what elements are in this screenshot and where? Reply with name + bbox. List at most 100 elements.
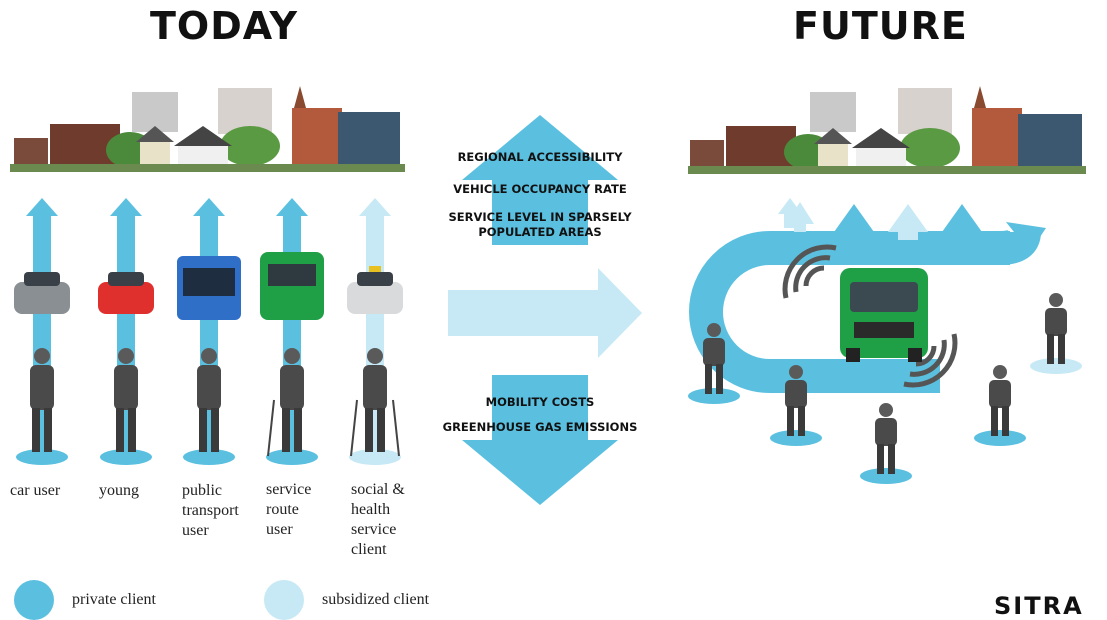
person-leg — [211, 408, 219, 452]
crutch — [267, 399, 275, 457]
person-leg — [705, 364, 712, 394]
signal-waves-left — [782, 244, 837, 299]
vehicle-body — [14, 282, 70, 314]
vehicle-body — [98, 282, 154, 314]
person-torso — [280, 365, 304, 410]
decrease-arrow — [462, 375, 618, 505]
future-passengers — [688, 293, 1082, 484]
vehicle-windshield — [108, 272, 144, 286]
person-leg — [888, 444, 895, 474]
user-label-car-user: car user — [10, 482, 61, 499]
metric-mobility-costs: MOBILITY COSTS — [485, 395, 595, 409]
legend-private-swatch — [14, 580, 54, 620]
future-heading: FUTURE — [793, 4, 968, 48]
person-pad — [349, 449, 401, 465]
future-passenger-1 — [770, 365, 822, 446]
person-leg — [199, 408, 207, 452]
person-leg — [128, 408, 136, 452]
person-head — [789, 365, 803, 379]
person-torso — [197, 365, 221, 410]
person-head — [284, 348, 300, 364]
user-column-4 — [347, 198, 403, 465]
person-pad — [860, 468, 912, 484]
person-torso — [30, 365, 54, 410]
person-leg — [294, 408, 302, 452]
person-torso — [363, 365, 387, 410]
person-pad — [688, 388, 740, 404]
van-windshield — [268, 264, 316, 286]
bus-windshield — [183, 268, 235, 296]
shared-route — [689, 198, 1046, 393]
user-column-3 — [260, 198, 324, 465]
person-head — [879, 403, 893, 417]
column-arrow-head — [110, 198, 142, 216]
person-pad — [770, 430, 822, 446]
crutch — [392, 399, 400, 457]
person-leg — [365, 408, 373, 452]
person-pad — [183, 449, 235, 465]
metric-greenhouse-gas: GREENHOUSE GAS EMISSIONS — [442, 420, 638, 434]
person-head — [34, 348, 50, 364]
person-leg — [991, 406, 998, 436]
future-passenger-2 — [860, 403, 912, 484]
person-head — [118, 348, 134, 364]
person-leg — [1047, 334, 1054, 364]
person-torso — [785, 380, 807, 408]
vehicle-windshield — [24, 272, 60, 286]
person-torso — [703, 338, 725, 366]
person-torso — [875, 418, 897, 446]
legend-subsidized-swatch — [264, 580, 304, 620]
person-leg — [282, 408, 290, 452]
future-skyline — [688, 86, 1086, 174]
increase-arrow — [462, 115, 618, 245]
today-user-columns — [14, 198, 403, 465]
signal-waves-right — [903, 333, 958, 388]
person-pad — [16, 449, 68, 465]
column-arrow-head — [276, 198, 308, 216]
person-leg — [716, 364, 723, 394]
user-label-service-route: service route user — [266, 481, 312, 538]
person-torso — [114, 365, 138, 410]
future-passenger-4 — [1030, 293, 1082, 374]
person-torso — [989, 380, 1011, 408]
legend-private-label: private client — [72, 591, 156, 608]
future-passenger-0 — [688, 323, 740, 404]
person-head — [1049, 293, 1063, 307]
metric-service-level: SERVICE LEVEL IN SPARSELY POPULATED AREA… — [448, 210, 632, 239]
person-leg — [798, 406, 805, 436]
person-head — [993, 365, 1007, 379]
person-pad — [974, 430, 1026, 446]
user-label-social-health: social & health service client — [351, 481, 405, 558]
transition-arrow — [448, 268, 642, 358]
metric-vehicle-occupancy: VEHICLE OCCUPANCY RATE — [453, 182, 627, 196]
vehicle-windshield — [357, 272, 393, 286]
person-leg — [1058, 334, 1065, 364]
person-leg — [787, 406, 794, 436]
person-leg — [32, 408, 40, 452]
person-pad — [100, 449, 152, 465]
column-arrow-head — [193, 198, 225, 216]
column-arrow-head — [359, 198, 391, 216]
shared-van — [840, 268, 928, 362]
column-arrow-head — [26, 198, 58, 216]
legend-subsidized-label: subsidized client — [322, 591, 430, 608]
person-leg — [877, 444, 884, 474]
metric-regional-accessibility: REGIONAL ACCESSIBILITY — [457, 150, 623, 164]
person-pad — [1030, 358, 1082, 374]
sitra-logo: SITRA — [994, 592, 1084, 620]
future-passenger-3 — [974, 365, 1026, 446]
person-leg — [44, 408, 52, 452]
today-skyline — [10, 86, 405, 172]
person-torso — [1045, 308, 1067, 336]
user-label-public-transport: public transport user — [182, 482, 239, 539]
user-label-young: young — [99, 482, 139, 499]
user-column-0 — [14, 198, 70, 465]
person-leg — [116, 408, 124, 452]
person-head — [707, 323, 721, 337]
vehicle-body — [347, 282, 403, 314]
today-heading: TODAY — [150, 4, 299, 48]
person-head — [201, 348, 217, 364]
user-column-2 — [177, 198, 241, 465]
person-pad — [266, 449, 318, 465]
